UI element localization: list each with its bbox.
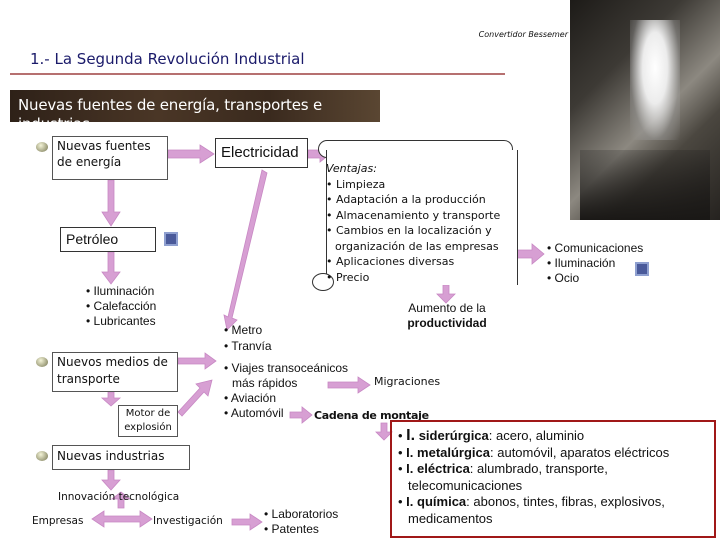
industry-steel: • I. siderúrgica: acero, aluminio [398,427,585,444]
assembly-line-label: Cadena de montaje [314,409,429,422]
innovation-label: Innovación tecnológica [58,491,180,503]
electricity-box: Electricidad [215,138,308,168]
scroll-body [326,150,518,285]
arrow-to-uses [514,243,545,265]
banner-text: Nuevas fuentes de energía, transportes e… [18,96,322,133]
arrow-to-assembly [289,406,313,424]
advantage-2: • Adaptación a la producción [326,193,486,206]
arrow-to-industries [375,422,393,441]
page-title: 1.- La Segunda Revolución Industrial [30,50,305,68]
bullet-energy [36,142,48,152]
use-1: • Comunicaciones [547,241,644,255]
arrow-to-electric-means [177,352,217,370]
link-button-petroleum[interactable] [164,232,178,246]
electricity-uses: • Comunicaciones • Iluminación • Ocio [547,241,643,286]
productivity-line1: Aumento de la [408,301,486,315]
arrow-to-migrations [327,376,371,394]
combustion-1b: más rápidos [232,376,298,390]
energy-box-label: Nuevas fuentes de energía [57,139,151,169]
productivity-text: Aumento de la productividad [392,301,502,331]
bullet-industries [36,451,48,461]
industry-chemical: • I. química: abonos, tintes, fibras, ex… [398,494,665,509]
bullet-transport [36,357,48,367]
combustion-3: • Automóvil [224,406,284,420]
electric-means-1: • Metro [224,323,263,337]
electric-means: • Metro • Tranvía [224,322,272,354]
petroleum-use-1: • Iluminación [86,284,155,298]
advantage-4: • Cambios en la localización y [326,224,492,237]
research-label: Investigación [153,515,223,527]
research-result-2: • Patentes [264,522,319,536]
combustion-means: • Viajes transoceánicos más rápidos • Av… [224,361,348,421]
scroll-bottom-curl [312,273,334,291]
advantage-4b: organización de las empresas [335,239,499,253]
arrow-to-productivity [436,284,456,304]
productivity-line2: productividad [407,316,487,330]
industries-box: Nuevas industrias [52,445,190,470]
converter-glow [630,20,680,140]
arrow-to-petroleum-uses [101,251,121,285]
research-results: • Laboratorios • Patentes [264,507,338,537]
migrations-label: Migraciones [374,375,441,388]
advantage-5: • Aplicaciones diversas [326,255,455,268]
combustion-2: • Aviación [224,391,277,405]
advantage-6: • Precio [326,270,370,284]
industry-electric: • I. eléctrica: alumbrado, transporte, [398,461,608,476]
petroleum-use-2: • Calefacción [86,299,157,313]
motor-label: Motor de explosión [124,408,172,433]
arrow-to-metro [223,169,268,331]
advantages-title: Ventajas: [326,162,377,175]
arrow-companies-research [91,510,153,528]
petroleum-use-3: • Lubricantes [86,314,156,328]
electric-means-2: • Tranvía [224,339,272,353]
arrow-to-petroleum [101,179,121,227]
bessemer-photo [570,0,720,220]
section-banner: Nuevas fuentes de energía, transportes e… [10,90,380,133]
arrow-to-labs [231,513,263,531]
petroleum-box: Petróleo [60,227,156,252]
industries-list: • I. siderúrgica: acero, aluminio • I. m… [390,420,716,538]
photo-caption: Convertidor Bessemer [478,30,568,39]
use-2: • Iluminación [547,256,616,270]
workers-silhouette [580,150,710,220]
energy-box: Nuevas fuentes de energía [52,136,168,180]
arrow-to-motor [100,391,122,407]
arrow-innovation-up [110,491,132,509]
arrow-to-electricity [167,144,215,164]
electricity-label: Electricidad [221,144,299,161]
advantage-3: • Almacenamiento y transporte [326,208,501,222]
petroleum-label: Petróleo [66,231,119,247]
transport-box: Nuevos medios de transporte [52,352,178,392]
industry-metal: • I. metalúrgica: automóvil, aparatos el… [398,444,670,460]
arrow-to-combustion [177,379,213,417]
companies-label: Empresas [32,515,84,527]
transport-box-label: Nuevos medios de transporte [57,355,168,386]
motor-box: Motor de explosión [118,405,178,437]
industry-chemical-cont: medicamentos [408,510,493,526]
use-3: • Ocio [547,271,580,285]
advantage-1: • Limpieza [326,177,386,191]
advantages-text: Ventajas: • Limpieza • Adaptación a la p… [326,161,516,285]
industry-electric-cont: telecomunicaciones [408,477,523,493]
industries-box-label: Nuevas industrias [57,449,165,463]
advantages-scroll [312,140,518,291]
research-result-1: • Laboratorios [264,507,339,521]
combustion-1: • Viajes transoceánicos [224,361,349,375]
petroleum-uses: • Iluminación • Calefacción • Lubricante… [86,284,156,329]
arrow-to-innovation [101,469,121,491]
link-button-uses[interactable] [635,262,649,276]
